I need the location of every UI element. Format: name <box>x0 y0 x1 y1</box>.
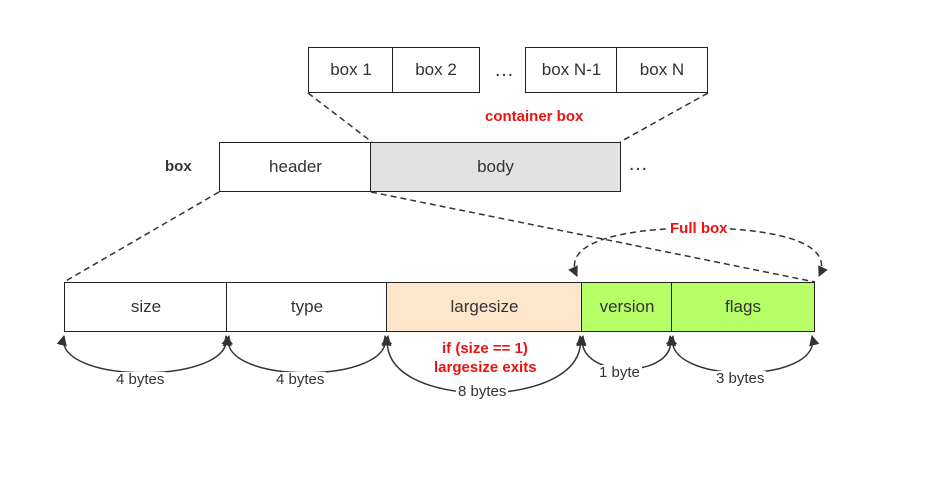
largesize-note-line1: if (size == 1) <box>442 340 528 357</box>
type-span-arc <box>221 334 393 374</box>
box-label: box <box>165 158 192 175</box>
field-type: type <box>226 282 388 332</box>
largesize-note-line2: largesize exits <box>434 359 537 376</box>
child-box-2: box 2 <box>392 47 480 93</box>
child-box-n: box N <box>616 47 708 93</box>
version-byte-label: 1 byte <box>597 364 642 381</box>
box-header: header <box>219 142 372 192</box>
field-version: version <box>581 282 673 332</box>
box-body: body <box>370 142 621 192</box>
middle-row-ellipsis: … <box>628 153 648 175</box>
expansion-line-bottom-right <box>370 191 816 283</box>
full-box-label: Full box <box>668 220 730 237</box>
size-span-arc <box>56 334 234 374</box>
expansion-line-top-left <box>307 92 373 143</box>
size-byte-label: 4 bytes <box>114 371 167 388</box>
expansion-line-top-right <box>619 92 709 143</box>
flags-byte-label: 3 bytes <box>714 370 767 387</box>
field-largesize: largesize <box>386 282 583 332</box>
expansion-line-bottom-left <box>63 191 220 283</box>
full-box-arc <box>568 227 828 277</box>
field-flags: flags <box>671 282 815 332</box>
largesize-byte-label: 8 bytes <box>456 383 509 400</box>
container-box-label: container box <box>485 108 584 125</box>
flags-span-arc <box>665 334 820 374</box>
child-box-1: box 1 <box>308 47 394 93</box>
field-size: size <box>64 282 228 332</box>
top-row-ellipsis: … <box>494 59 514 81</box>
type-byte-label: 4 bytes <box>274 371 327 388</box>
child-box-n-minus-1: box N-1 <box>525 47 618 93</box>
